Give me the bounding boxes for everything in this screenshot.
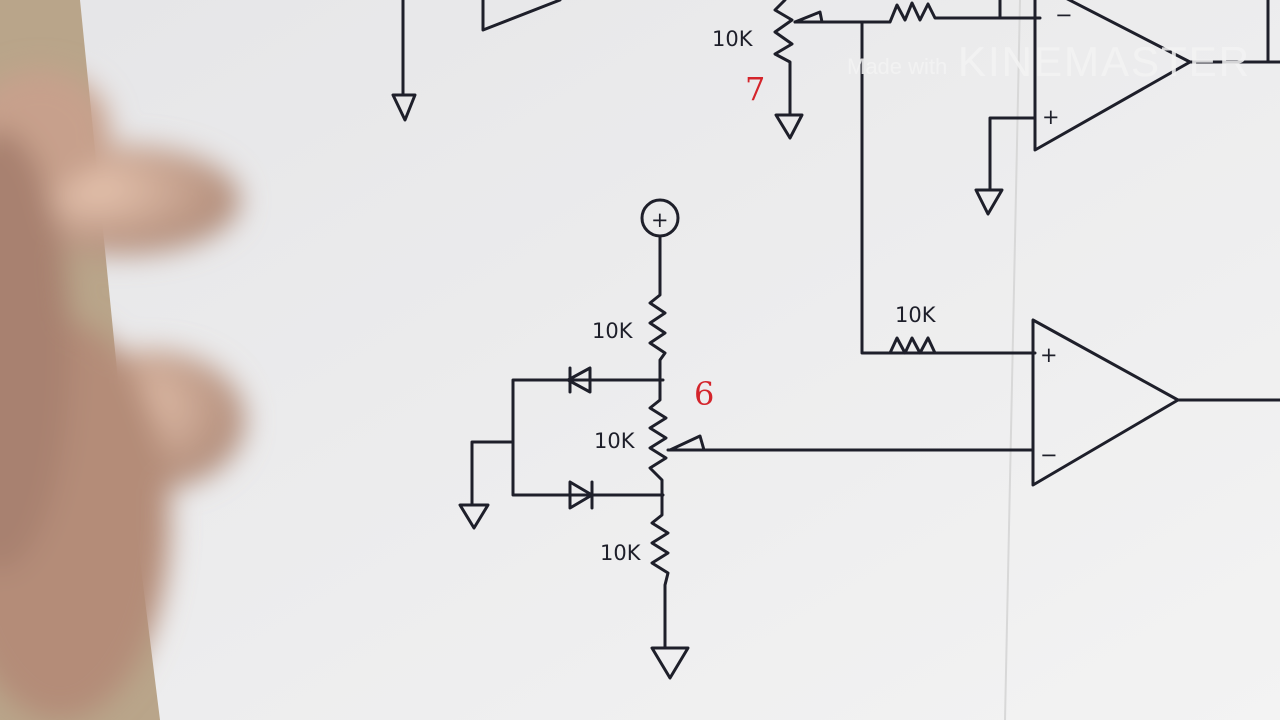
marker-six: 6 [694, 375, 714, 413]
opamp-bottom-minus: − [1040, 443, 1058, 467]
opamp-top-plus: + [1042, 105, 1060, 129]
label-top-pot-value: 10K [712, 27, 754, 51]
label-lower-resistor: 10K [600, 541, 642, 565]
supply-plus-symbol: + [651, 208, 669, 232]
opamp-bottom-plus: + [1040, 343, 1058, 367]
paper-sheet [80, 0, 1280, 720]
label-pot-resistor: 10K [594, 429, 636, 453]
watermark-prefix: Made with [847, 54, 947, 79]
marker-seven: 7 [745, 70, 765, 108]
paper-fold [1004, 0, 1021, 720]
opamp-top-minus: − [1055, 3, 1073, 27]
hand [0, 70, 245, 720]
label-upper-resistor: 10K [592, 319, 634, 343]
label-feed-resistor: 10K [895, 303, 937, 327]
circuit-schematic [391, 0, 1280, 680]
watermark-brand: KINEMASTER [958, 38, 1251, 85]
